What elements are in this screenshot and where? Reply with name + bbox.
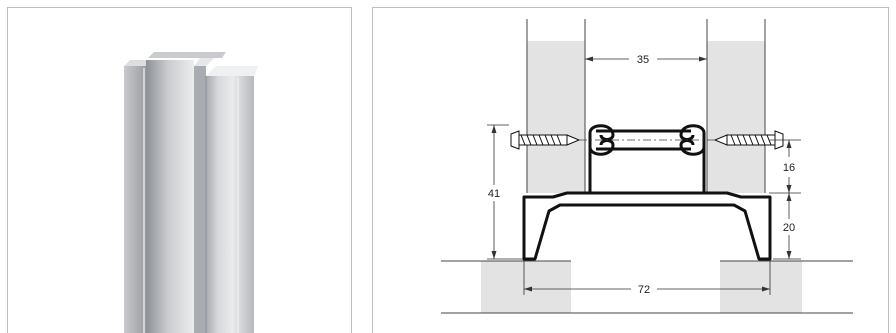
dimension-label-72: 72 — [638, 284, 650, 296]
dimension-72 — [523, 261, 771, 295]
dimension-20 — [773, 193, 801, 260]
technical-drawing-panel: 35 41 16 20 — [372, 7, 889, 333]
product-photo-panel — [7, 7, 352, 333]
dimension-label-35: 35 — [637, 54, 649, 66]
left-cabinet-wall — [527, 41, 585, 193]
cross-section-drawing: 35 41 16 20 — [441, 19, 853, 314]
right-base-block — [720, 261, 802, 313]
dimension-35 — [585, 56, 707, 62]
dimension-label-20: 20 — [783, 222, 795, 234]
profile-left-rail — [124, 66, 146, 333]
dimension-label-41: 41 — [488, 188, 500, 200]
dimension-label-16: 16 — [783, 162, 795, 174]
aluminium-profile-image — [124, 52, 258, 333]
left-base-block — [481, 261, 571, 313]
profile-groove — [146, 60, 194, 333]
left-screw — [510, 130, 581, 150]
right-cabinet-wall — [707, 41, 765, 193]
profile-body — [206, 76, 254, 333]
dimension-41 — [487, 124, 523, 260]
dimension-16 — [769, 139, 801, 194]
profile-cross-section — [522, 124, 772, 261]
